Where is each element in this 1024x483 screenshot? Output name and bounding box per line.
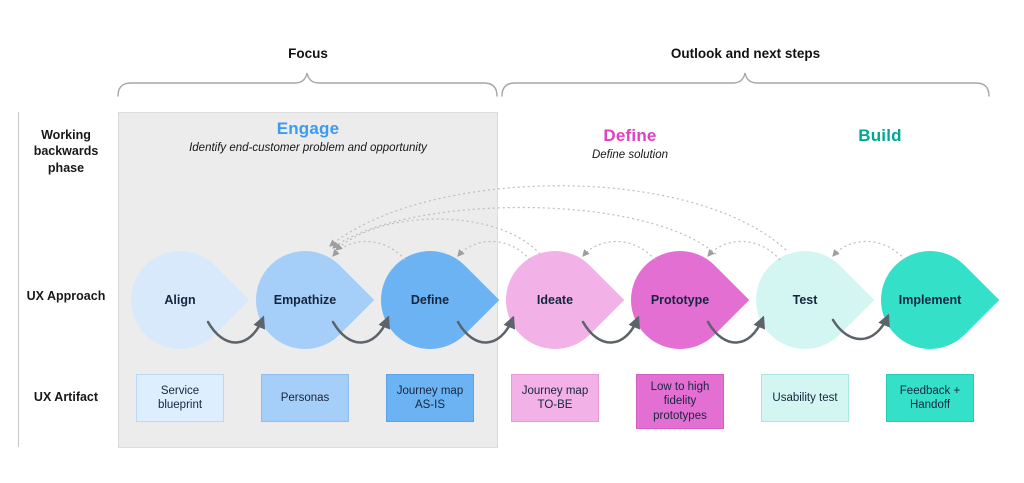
phase-define: Define Define solution	[505, 126, 755, 161]
approach-step-label: Ideate	[536, 293, 574, 307]
approach-step-align: Align	[110, 230, 250, 370]
approach-step-define: Define	[360, 230, 500, 370]
outlook-bracket	[501, 72, 990, 97]
artifact-service-blueprint: Service blueprint	[136, 374, 224, 422]
phase-build-name: Build	[858, 126, 902, 145]
artifact-usability-test: Usability test	[761, 374, 849, 422]
approach-step-label: Test	[792, 293, 818, 307]
table-left-border	[18, 112, 19, 447]
outlook-bracket-label: Outlook and next steps	[670, 46, 821, 61]
phase-define-subtitle: Define solution	[591, 149, 669, 161]
artifact-feedback-handoff: Feedback + Handoff	[886, 374, 974, 422]
approach-step-test: Test	[735, 230, 875, 370]
artifact-prototypes: Low to high fidelity prototypes	[636, 374, 724, 430]
approach-step-ideate: Ideate	[485, 230, 625, 370]
row-label-ux-artifact: UX Artifact	[33, 390, 99, 404]
approach-step-implement: Implement	[860, 230, 1000, 370]
artifact-label: Journey map AS-IS	[396, 384, 464, 411]
phase-define-name: Define	[603, 126, 657, 145]
phase-engage-subtitle: Identify end-customer problem and opport…	[189, 142, 427, 154]
approach-step-label: Prototype	[650, 293, 710, 307]
phase-build: Build	[780, 126, 980, 146]
artifact-journey-map-to-be: Journey map TO-BE	[511, 374, 599, 422]
artifact-label: Feedback + Handoff	[899, 384, 961, 411]
approach-step-label: Implement	[898, 293, 962, 307]
artifact-label: Low to high fidelity prototypes	[650, 381, 710, 422]
artifact-journey-map-as-is: Journey map AS-IS	[386, 374, 474, 422]
row-label-working-backwards-phase: Working backwards phase	[33, 128, 99, 175]
focus-bracket	[117, 72, 498, 97]
focus-bracket-label: Focus	[288, 46, 328, 61]
row-label-ux-approach: UX Approach	[26, 289, 106, 303]
artifact-label: Personas	[280, 391, 330, 404]
approach-step-empathize: Empathize	[235, 230, 375, 370]
approach-step-prototype: Prototype	[610, 230, 750, 370]
approach-step-label: Define	[410, 293, 450, 307]
phase-engage: Engage Identify end-customer problem and…	[118, 119, 498, 154]
artifact-label: Usability test	[772, 391, 838, 404]
phase-engage-name: Engage	[276, 119, 340, 138]
artifact-label: Journey map TO-BE	[521, 384, 589, 411]
artifact-personas: Personas	[261, 374, 349, 422]
approach-step-label: Empathize	[273, 293, 337, 307]
artifact-label: Service blueprint	[157, 384, 203, 411]
approach-step-label: Align	[164, 293, 196, 307]
